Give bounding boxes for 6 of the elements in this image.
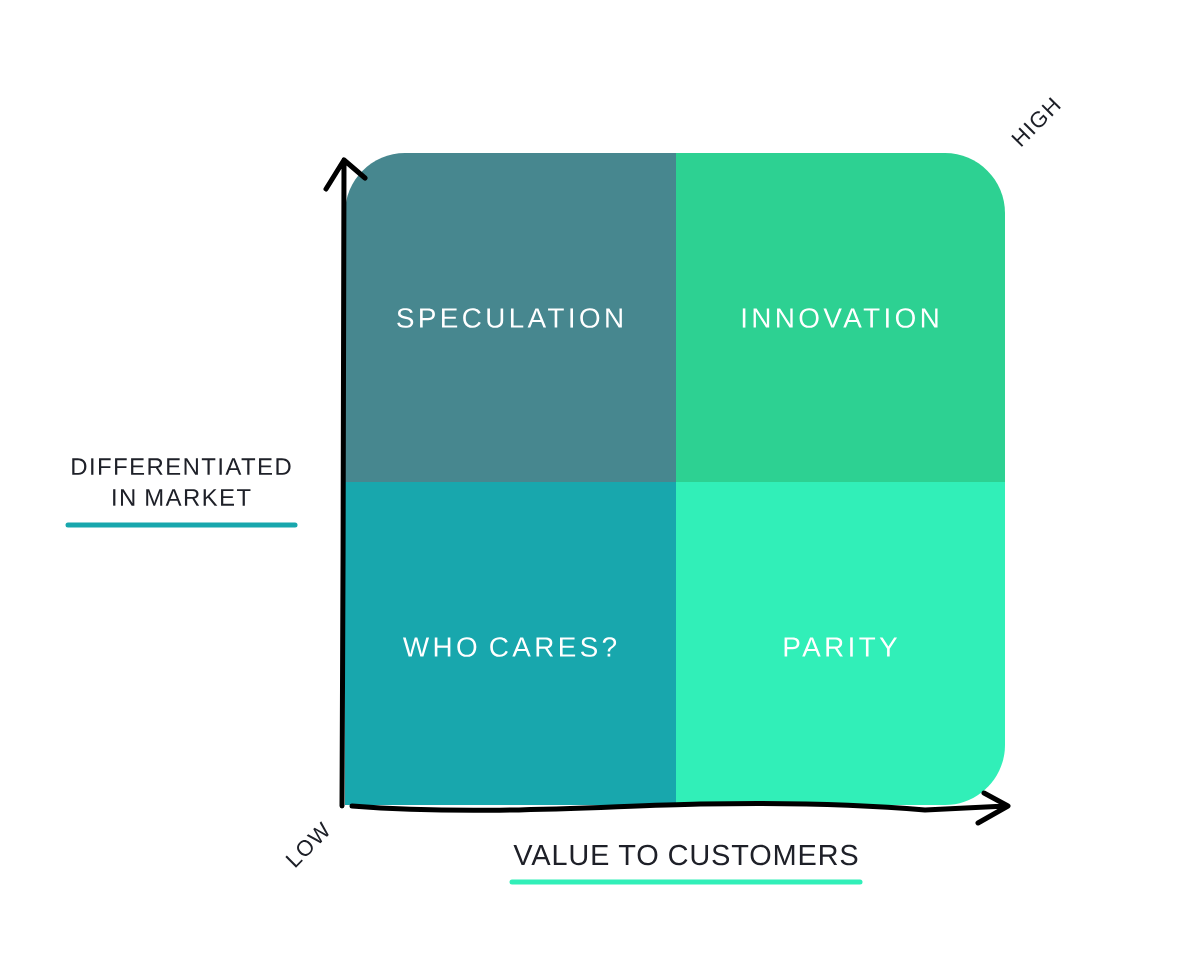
quadrant-box: WHO CARES?: [345, 482, 676, 805]
quadrant-box: INNOVATION: [676, 153, 1005, 482]
quadrant-box: SPECULATION: [345, 153, 676, 482]
axis-label: VALUE TO CUSTOMERS: [513, 844, 858, 866]
axis-label: DIFFERENTIATED IN MARKET: [72, 458, 291, 506]
quadrant-box: PARITY: [676, 482, 1005, 805]
